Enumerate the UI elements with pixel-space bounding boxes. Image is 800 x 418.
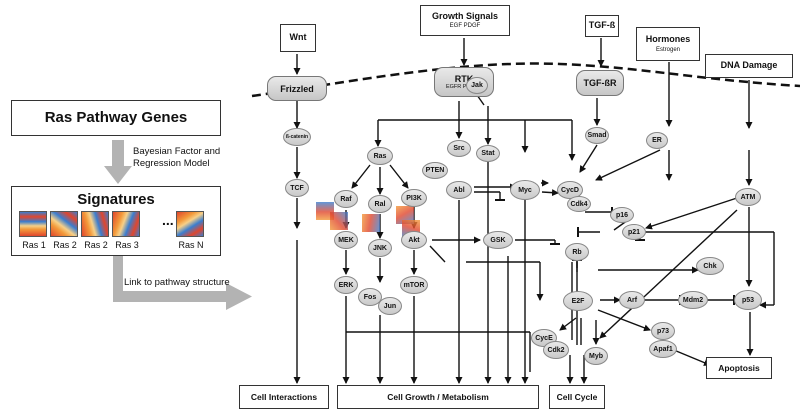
- node-pi3k: PI3K: [401, 189, 427, 207]
- hormones-box: Hormones Estrogen: [636, 27, 700, 61]
- node-mtor: mTOR: [400, 276, 428, 294]
- signature-label: Ras 2: [53, 240, 77, 250]
- node-erk: ERK: [334, 276, 358, 294]
- dna-damage-label: DNA Damage: [720, 60, 778, 71]
- signature-dots: ...: [162, 212, 174, 228]
- rtk-sub: EGFR PDGFR: [445, 84, 483, 90]
- node-smad: Smad: [585, 126, 609, 144]
- cell-membrane: [251, 62, 800, 98]
- gray-arrows: [104, 140, 252, 310]
- node-abl: Abl: [446, 181, 472, 199]
- node-cdk4: Cdk4: [567, 196, 591, 212]
- node-cdk2: Cdk2: [543, 341, 569, 359]
- frizzled-label: Frizzled: [280, 83, 314, 94]
- node-er: ER: [646, 131, 668, 149]
- cell-interactions-box: Cell Interactions: [239, 385, 329, 409]
- node-p16: p16: [610, 207, 634, 223]
- node-fos: Fos: [358, 288, 382, 306]
- hormones-sub: Estrogen: [655, 46, 680, 53]
- node-apaf1: Apaf1: [649, 340, 677, 358]
- hormones-label: Hormones: [645, 34, 691, 45]
- ras-pathway-genes-title: Ras Pathway Genes: [44, 109, 188, 127]
- apoptosis-box: Apoptosis: [706, 357, 772, 379]
- node-bcat: ß-catenin: [283, 128, 311, 146]
- tgfb-label: TGF-ß: [588, 20, 616, 31]
- dna-damage-box: DNA Damage: [705, 54, 793, 78]
- signature-heatmap: [176, 211, 204, 237]
- wnt-box: Wnt: [280, 24, 316, 52]
- node-atm: ATM: [735, 188, 761, 206]
- signature-overlay: [362, 214, 380, 232]
- node-myb: Myb: [584, 347, 608, 365]
- cell-growth-metabolism-box: Cell Growth / Metabolism: [337, 385, 539, 409]
- tgfbr-label: TGF-ßR: [583, 78, 617, 88]
- growth-signals-sub: EGF PDGF: [449, 23, 481, 30]
- signature-label: Ras 1: [22, 240, 46, 250]
- node-ral: Ral: [368, 195, 392, 213]
- signature-overlay: [316, 202, 334, 220]
- ras-pathway-genes-box: Ras Pathway Genes: [11, 100, 221, 136]
- node-raf: Raf: [334, 190, 358, 208]
- node-akt: Akt: [401, 231, 427, 249]
- signatures-box: Signatures: [11, 186, 221, 256]
- signature-heatmap: [81, 211, 109, 237]
- node-jak: Jak: [466, 76, 488, 94]
- node-p73: p73: [651, 322, 675, 340]
- signature-overlay: [330, 212, 348, 230]
- node-src: Src: [447, 139, 471, 157]
- signature-label: Ras 3: [115, 240, 139, 250]
- signature-label: Ras N: [178, 240, 204, 250]
- node-myc: Myc: [510, 180, 540, 200]
- signature-overlay: [396, 206, 414, 224]
- node-jun: Jun: [378, 297, 402, 315]
- tgfbr-receptor: TGF-ßR: [576, 70, 624, 96]
- growth-signals-box: Growth Signals EGF PDGF: [420, 5, 510, 36]
- growth-signals-label: Growth Signals: [431, 10, 498, 21]
- node-mek: MEK: [334, 231, 358, 249]
- node-chk: Chk: [696, 257, 724, 275]
- pathway-edges: [293, 38, 775, 384]
- signature-heatmap: [19, 211, 47, 237]
- apoptosis-label: Apoptosis: [718, 362, 760, 373]
- model-label: Bayesian Factor and Regression Model: [133, 146, 220, 170]
- node-arf: Arf: [619, 291, 645, 309]
- wnt-label: Wnt: [289, 32, 307, 43]
- node-p21: p21: [622, 224, 646, 240]
- node-mdm2: Mdm2: [678, 291, 708, 309]
- node-tcf: TCF: [285, 179, 309, 197]
- node-rb: Rb: [565, 243, 589, 261]
- node-stat: Stat: [476, 144, 500, 162]
- node-pten: PTEN: [422, 161, 448, 179]
- model-label-line2: Regression Model: [133, 157, 210, 169]
- node-jnk: JNK: [368, 239, 392, 257]
- tgfb-box: TGF-ß: [585, 15, 619, 37]
- node-gsk: GSK: [483, 231, 513, 249]
- node-ras: Ras: [367, 147, 393, 165]
- cell-interactions-label: Cell Interactions: [250, 391, 318, 402]
- signature-label: Ras 2: [84, 240, 108, 250]
- signature-heatmap: [50, 211, 78, 237]
- cell-cycle-label: Cell Cycle: [556, 391, 598, 402]
- rtk-label: RTK: [454, 74, 474, 84]
- signatures-title: Signatures: [77, 191, 155, 208]
- model-label-line1: Bayesian Factor and: [133, 146, 221, 157]
- frizzled-receptor: Frizzled: [267, 76, 327, 101]
- node-p53: p53: [734, 290, 762, 310]
- cell-growth-metabolism-label: Cell Growth / Metabolism: [387, 391, 489, 402]
- signature-heatmap: [112, 211, 140, 237]
- node-e2f: E2F: [563, 291, 593, 311]
- cell-cycle-box: Cell Cycle: [549, 385, 605, 409]
- link-label: Link to pathway structure: [124, 277, 230, 288]
